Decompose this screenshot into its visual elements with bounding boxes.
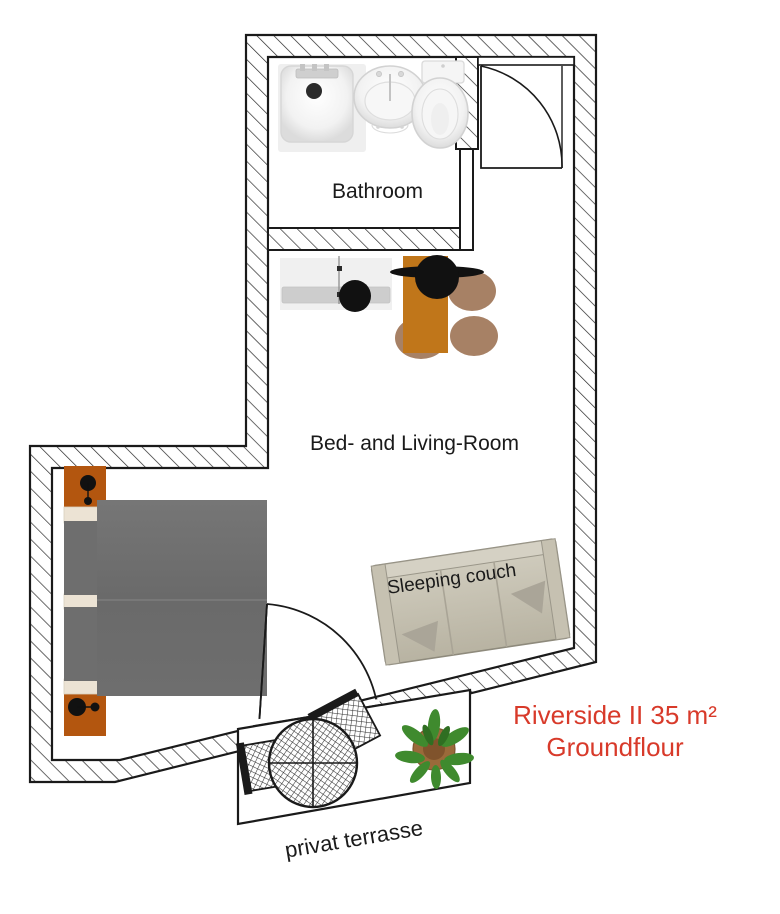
kitchenette	[280, 256, 392, 312]
plan-title-line-1: Riverside II 35 m²	[513, 700, 717, 730]
room-label-bathroom: Bathroom	[332, 180, 424, 203]
dining-set	[390, 255, 498, 359]
plan-title-line-2: Groundflour	[546, 731, 684, 762]
sleeping-couch	[370, 538, 571, 666]
terrace-door-jamb-left	[258, 603, 268, 727]
plan-title-block: Riverside II 35 m² Groundflour	[470, 700, 760, 763]
entrance-door-leaf	[480, 66, 562, 169]
double-bed	[97, 500, 267, 696]
potted-plant	[395, 709, 474, 789]
mattress-left-upper	[64, 521, 100, 595]
couch-pullout-arrow-left	[401, 620, 438, 652]
bedroom-furniture	[63, 466, 267, 736]
chair-seat-upper-right	[448, 271, 496, 311]
bathroom-south-wall	[267, 227, 469, 251]
chair-seat-top	[415, 255, 459, 299]
nightstand-bottom	[64, 692, 106, 736]
bathroom-sliding-door[interactable]	[459, 148, 474, 251]
shower-drain	[306, 83, 322, 99]
couch-arm-right	[540, 538, 571, 641]
kitchen-sink-basin	[339, 280, 371, 312]
outer-wall-hatched	[28, 33, 598, 784]
kitchen-counter-left	[281, 286, 345, 304]
bathroom-fixtures	[278, 60, 469, 152]
couch-pullout-arrow-right	[510, 580, 546, 614]
couch-arm-left	[370, 563, 401, 666]
room-label-bed-living-room: Bed- and Living-Room	[310, 432, 519, 455]
terrace	[235, 688, 474, 826]
entrance-door-swing-arc	[480, 65, 563, 169]
mattress-left-lower	[64, 607, 100, 681]
wall-structure	[28, 33, 598, 784]
entrance-door[interactable]	[477, 56, 575, 169]
chair-seat-lower-right	[450, 316, 498, 356]
